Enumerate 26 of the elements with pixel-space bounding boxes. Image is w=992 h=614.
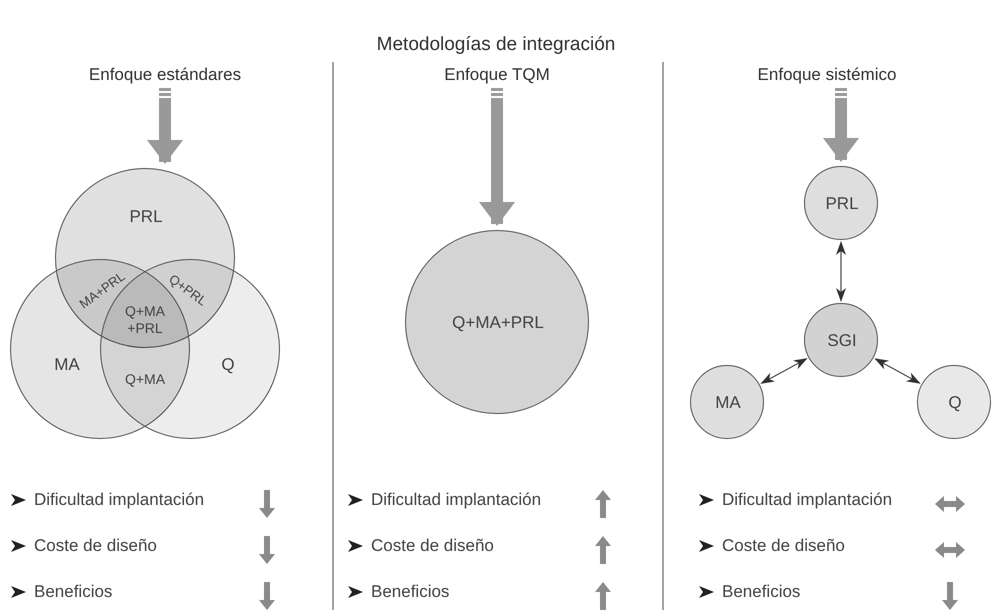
- double-arrow: [760, 358, 808, 384]
- column-heading: Enfoque sistémico: [758, 65, 896, 85]
- criterion-text: Beneficios: [371, 582, 450, 602]
- criterion-text: Coste de diseño: [722, 536, 845, 556]
- node-label: MA: [54, 355, 80, 375]
- double-arrow: [836, 241, 846, 302]
- node-label: Q+MA+PRL: [452, 313, 544, 333]
- double-arrow: [874, 358, 921, 384]
- node-label: PRL: [825, 194, 859, 214]
- criterion-text: Dificultad implantación: [371, 490, 542, 510]
- criterion-text: Beneficios: [34, 582, 112, 602]
- column-heading: Enfoque estándares: [88, 65, 242, 85]
- criterion-text: Coste de diseño: [34, 536, 157, 556]
- criterion-text: Dificultad implantación: [722, 490, 892, 510]
- criterion-text: Coste de diseño: [371, 536, 494, 556]
- node-label: Q: [221, 355, 235, 375]
- node-label: Q: [948, 393, 962, 413]
- column-heading: Enfoque TQM: [444, 65, 550, 85]
- region-label: Q+MA +PRL: [124, 303, 166, 337]
- node-label: MA: [715, 393, 741, 413]
- title: Metodologías de integración: [376, 34, 616, 56]
- criterion-text: Dificultad implantación: [34, 490, 204, 510]
- node-label: PRL: [129, 207, 163, 227]
- criterion-text: Beneficios: [722, 582, 800, 602]
- region-label: Q+MA: [124, 371, 166, 387]
- node-label: SGI: [827, 331, 857, 351]
